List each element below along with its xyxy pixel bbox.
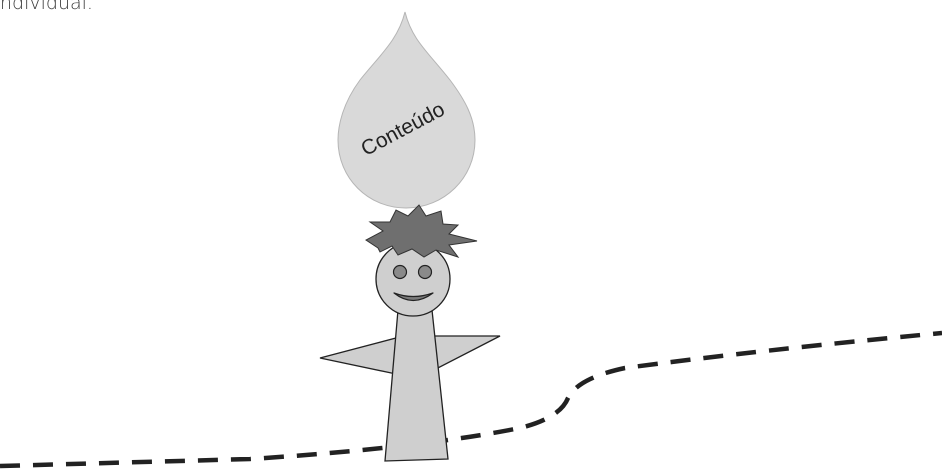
left-arm (320, 338, 396, 374)
water-drop-icon: Conteúdo (338, 12, 475, 208)
right-eye (419, 266, 432, 279)
drop-shape (338, 12, 475, 208)
stick-figure-icon (320, 205, 500, 461)
dashed-path-line (0, 333, 942, 466)
body (385, 310, 448, 461)
spiky-hair (366, 205, 477, 257)
head (376, 242, 450, 316)
right-arm (432, 336, 500, 370)
left-eye (394, 266, 407, 279)
